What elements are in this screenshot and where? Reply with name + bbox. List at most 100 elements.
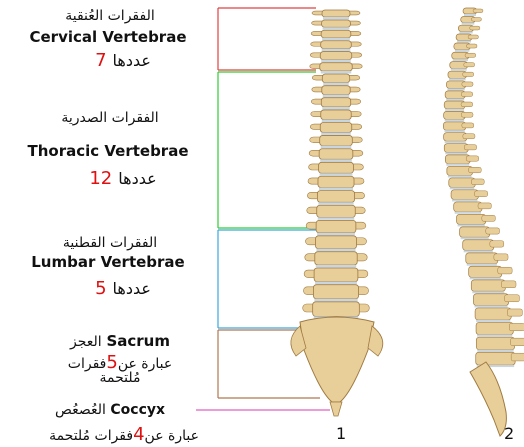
intervertebral-disc — [445, 119, 465, 121]
figure-number-front: 1 — [336, 424, 346, 443]
sacrum-arabic-label: العجز — [70, 334, 102, 350]
thoracic-count-label: عددها — [118, 169, 156, 188]
intervertebral-disc — [459, 32, 472, 34]
intervertebral-disc — [445, 109, 464, 111]
intervertebral-disc — [455, 212, 481, 214]
cervical-count-label: عددها — [113, 51, 151, 70]
coccyx-count: 4 — [133, 424, 144, 445]
spinous-process — [494, 254, 508, 261]
coccyx-description: عبارة عن4فقرات مُلتحمة — [4, 424, 244, 445]
sacrum-side — [470, 362, 506, 436]
spinous-process — [473, 9, 483, 13]
vertebra — [466, 253, 498, 264]
spinous-process — [486, 228, 500, 234]
intervertebral-disc — [461, 237, 489, 239]
coccyx-arabic-label: العُصعُص — [55, 402, 106, 418]
spinous-process — [511, 353, 524, 361]
coccyx-desc-pre: عبارة عن — [145, 428, 199, 444]
lumbar-count: 5 — [95, 278, 106, 299]
spinous-process — [464, 145, 476, 150]
intervertebral-disc — [464, 14, 476, 16]
spinous-process — [461, 102, 473, 107]
intervertebral-disc — [477, 335, 512, 337]
spinous-process — [462, 82, 473, 86]
intervertebral-disc — [458, 224, 485, 226]
lumbar-arabic-label: الفقرات القطنية — [20, 235, 200, 251]
intervertebral-disc — [450, 187, 475, 189]
intervertebral-disc — [445, 152, 467, 154]
spinous-process — [505, 295, 520, 302]
thoracic-arabic-label: الفقرات الصدرية — [20, 110, 200, 126]
cervical-count-line: عددها 7 — [50, 50, 190, 71]
spinous-process — [475, 191, 488, 197]
coccyx-title: العُصعُص Coccyx — [20, 402, 200, 418]
spinous-process — [461, 92, 472, 97]
vertebra — [476, 337, 514, 350]
spinous-process — [501, 281, 516, 288]
intervertebral-disc — [449, 78, 466, 80]
spinous-process — [469, 167, 482, 172]
spinous-process — [511, 338, 524, 346]
spinous-process — [463, 134, 475, 139]
spinous-process — [466, 156, 479, 161]
intervertebral-disc — [462, 23, 475, 25]
intervertebral-disc — [453, 59, 468, 61]
vertebra — [469, 266, 502, 277]
intervertebral-disc — [446, 99, 464, 101]
spinous-process — [507, 309, 522, 316]
vertebra — [476, 322, 513, 334]
intervertebral-disc — [452, 199, 477, 201]
coccyx-desc-post: فقرات مُلتحمة — [49, 428, 133, 444]
lumbar-count-label: عددها — [113, 279, 151, 298]
intervertebral-disc — [476, 320, 510, 322]
spinous-process — [463, 72, 474, 76]
coccyx-english-label: Coccyx — [110, 402, 165, 418]
intervertebral-disc — [455, 50, 470, 52]
intervertebral-disc — [451, 69, 467, 71]
spinous-process — [498, 267, 512, 274]
vertebra — [460, 227, 490, 237]
vertebra — [463, 240, 494, 251]
vertebra — [457, 214, 486, 224]
spinous-process — [471, 179, 484, 185]
spinous-process — [462, 123, 474, 128]
cervical-english-label: Cervical Vertebrae — [8, 28, 208, 46]
spinous-process — [461, 112, 473, 117]
thoracic-english-label: Thoracic Vertebrae — [8, 142, 208, 160]
intervertebral-disc — [448, 175, 472, 177]
cervical-count: 7 — [95, 50, 106, 71]
spinous-process — [464, 63, 475, 67]
spinous-process — [471, 18, 481, 22]
sacrum-title: العجز Sacrum — [30, 332, 210, 350]
lumbar-english-label: Lumbar Vertebrae — [8, 253, 208, 271]
spinous-process — [465, 53, 476, 57]
vertebra — [473, 294, 508, 306]
spinous-process — [466, 44, 477, 48]
intervertebral-disc — [444, 130, 464, 132]
intervertebral-disc — [447, 88, 464, 90]
intervertebral-disc — [467, 264, 497, 266]
spinous-process — [470, 26, 480, 30]
intervertebral-disc — [472, 291, 504, 293]
intervertebral-disc — [470, 277, 501, 279]
intervertebral-disc — [477, 350, 513, 352]
figure-number-side: 2 — [504, 424, 514, 443]
sacrum-desc-line2: مُلتحمة — [30, 370, 210, 386]
sacrum-english-label: Sacrum — [106, 332, 170, 350]
cervical-arabic-label: الفقرات العُنقية — [20, 8, 200, 24]
spinous-process — [478, 203, 491, 209]
thoracic-count-line: عددها 12 — [50, 168, 190, 189]
spinous-process — [490, 241, 504, 247]
intervertebral-disc — [446, 164, 469, 166]
vertebra — [476, 352, 515, 365]
lumbar-count-line: عددها 5 — [50, 278, 190, 299]
thoracic-count: 12 — [89, 168, 112, 189]
intervertebral-disc — [457, 41, 471, 43]
intervertebral-disc — [445, 141, 466, 143]
intervertebral-disc — [464, 250, 493, 252]
spinous-process — [482, 215, 496, 221]
vertebra — [475, 308, 511, 320]
intervertebral-disc — [474, 305, 507, 307]
spinous-process — [509, 323, 524, 330]
spinous-process — [468, 35, 478, 39]
